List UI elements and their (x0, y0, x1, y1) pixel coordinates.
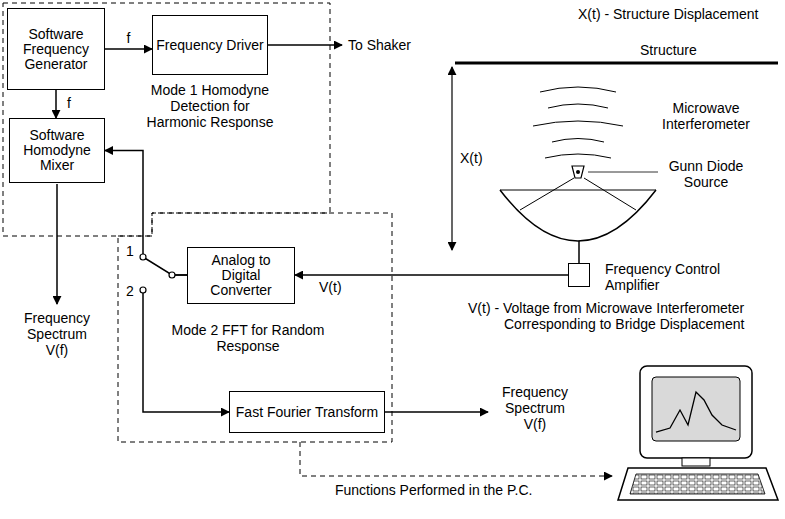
region-title: Mode 2 FFT for Random Response (158, 322, 338, 354)
feed-strut (520, 178, 574, 210)
node-text: Analog to Digital Converter (191, 253, 291, 298)
connector (105, 151, 187, 276)
signal-name: f (125, 30, 133, 46)
mode2-region (118, 213, 392, 442)
dish-antenna (500, 190, 656, 241)
switch-position: 2 (126, 283, 138, 299)
legend-note: V(t) - Voltage from Microwave Interferom… (468, 300, 768, 332)
region-title: Mode 1 Homodyne Detection for Harmonic R… (140, 82, 280, 130)
switch-contact (140, 287, 146, 293)
node-text: Frequency Driver (156, 38, 263, 53)
text-holder: Fast Fourier Transform (233, 403, 381, 422)
spectrum-arrow (382, 411, 488, 413)
computer (618, 366, 778, 500)
signal-name: V(t) (317, 279, 344, 295)
switch-contact (140, 254, 146, 260)
leader-line (588, 172, 658, 173)
connector (55, 90, 57, 118)
node-text: Software Frequency Generator (11, 27, 101, 72)
text-holder: Software Frequency Generator (8, 25, 104, 74)
text-holder: Analog to Digital Converter (188, 251, 294, 300)
signal-name: f (65, 95, 73, 111)
text-holder: Frequency Control Amplifier (605, 261, 745, 293)
node-text: Fast Fourier Transform (236, 405, 378, 420)
mode1-region (3, 3, 330, 236)
process-box: Analog to Digital Converter (187, 247, 295, 304)
text-holder: Software Homodyne Mixer (10, 126, 104, 175)
output-label: Frequency Spectrum V(f) (17, 310, 97, 358)
switch-pivot (169, 272, 175, 278)
part-name: Gunn Diode Source (662, 158, 750, 190)
connector (295, 274, 568, 276)
shaker-arrow (265, 44, 342, 46)
process-box: Frequency Driver (152, 15, 268, 75)
part-name: Structure (640, 42, 730, 58)
pc-pointer (300, 442, 612, 476)
output-label: To Shaker (348, 37, 438, 53)
antenna-stem (578, 241, 580, 263)
text-holder: Frequency Driver (153, 36, 266, 55)
structure-beam (455, 62, 778, 65)
switch-position: 1 (126, 243, 138, 259)
gunn-diode (572, 166, 584, 178)
process-box: Fast Fourier Transform (229, 391, 385, 433)
process-box: Software Homodyne Mixer (9, 118, 105, 183)
dish-rim (500, 190, 656, 191)
microwave-waves (533, 87, 623, 158)
amplifier-box: Frequency Control Amplifier (568, 263, 590, 287)
displacement-arrow (451, 67, 452, 250)
node-text: Software Homodyne Mixer (13, 128, 101, 173)
feed-strut (584, 178, 636, 210)
part-name: Microwave Interferometer (650, 100, 762, 132)
gunn-diode-dot (576, 170, 580, 174)
legend-note: X(t) - Structure Displacement (578, 6, 783, 22)
output-label: Frequency Spectrum V(f) (495, 384, 575, 432)
process-box: Software Frequency Generator (7, 8, 105, 90)
signal-name: X(t) (460, 150, 500, 166)
note: Functions Performed in the P.C. (335, 482, 595, 498)
spectrum-arrow (56, 184, 58, 304)
connector (105, 48, 152, 50)
node-text: Frequency Control Amplifier (605, 261, 745, 293)
